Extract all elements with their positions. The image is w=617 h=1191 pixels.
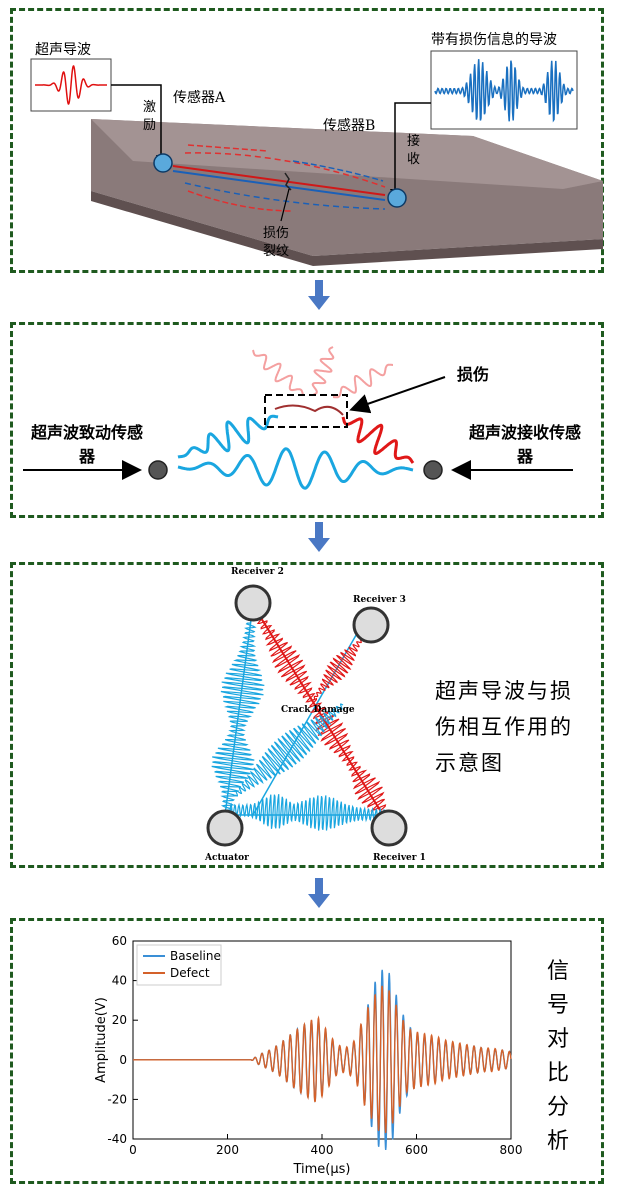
- ultrasonic-wave-label: 超声导波: [35, 42, 91, 58]
- receiver2-icon: [234, 584, 272, 622]
- x-tick-label: 0: [129, 1143, 137, 1157]
- sensor-a-icon: [153, 153, 173, 173]
- down-arrow-icon: [308, 878, 330, 908]
- receiver-sensor-icon: [423, 460, 443, 480]
- legend: [136, 944, 222, 986]
- y-tick-label: 0: [119, 1053, 127, 1067]
- receiver-sensor-label: 超声波接收传感器: [468, 423, 581, 466]
- receiver3-label: Receiver 3: [353, 595, 406, 605]
- y-tick-label: 20: [112, 1013, 127, 1027]
- sensor-a-label: 传感器A: [173, 90, 226, 106]
- actuator-label: Actuator: [205, 853, 249, 863]
- damage-crack-label: 损伤裂纹: [263, 226, 290, 259]
- actuator-sensor-label: 超声波致动传感器: [30, 423, 143, 466]
- actuator-sensor-icon: [148, 460, 168, 480]
- sensor-network-diagram: [206, 584, 408, 847]
- x-tick-label: 400: [311, 1143, 334, 1157]
- receiver2-label: Receiver 2: [231, 567, 284, 577]
- interaction-caption: 超声导波与损伤相互作用的示意图: [435, 679, 573, 775]
- receiver1-label: Receiver 1: [373, 853, 426, 863]
- y-tick-label: 60: [112, 934, 127, 948]
- y-tick-label: -20: [107, 1092, 127, 1106]
- x-tick-label: 200: [216, 1143, 239, 1157]
- actuator-icon: [206, 809, 244, 847]
- damage-wave-label: 带有损伤信息的导波: [431, 32, 557, 48]
- receiver1-icon: [370, 809, 408, 847]
- y-tick-label: 40: [112, 974, 127, 988]
- interaction-diagram: [23, 346, 573, 490]
- down-arrow-icon: [308, 522, 330, 552]
- signal-comparison-caption: 信号对比分析: [547, 959, 570, 1154]
- down-arrow-icon: [308, 280, 330, 310]
- panel-rail-sensing: 超声导波 激励 传感器A 传感器B 接收 损伤裂纹 带有损伤信息的导波: [10, 8, 604, 273]
- crack-damage-label: Crack Damage: [281, 705, 355, 715]
- series-line-defect: [133, 985, 512, 1134]
- receiver3-icon: [352, 606, 390, 644]
- legend-label: Baseline: [170, 949, 221, 963]
- rail-diagram: [30, 50, 603, 266]
- x-axis-label: Time(μs): [292, 1162, 350, 1177]
- panel-sensor-network: Receiver 2 Receiver 3 Crack Damage Actua…: [10, 562, 604, 868]
- panel-wave-interaction: 损伤 超声波致动传感器 超声波接收传感器: [10, 322, 604, 518]
- y-tick-label: -40: [107, 1132, 127, 1146]
- x-tick-label: 800: [500, 1143, 523, 1157]
- sensor-b-label: 传感器B: [323, 118, 376, 134]
- y-axis-label: Amplitude(V): [94, 997, 109, 1083]
- sensor-b-icon: [387, 188, 407, 208]
- excitation-label: 激励: [143, 100, 157, 133]
- reception-label: 接收: [407, 134, 421, 167]
- x-tick-label: 600: [405, 1143, 428, 1157]
- legend-label: Defect: [170, 966, 210, 980]
- damage-label: 损伤: [457, 365, 490, 384]
